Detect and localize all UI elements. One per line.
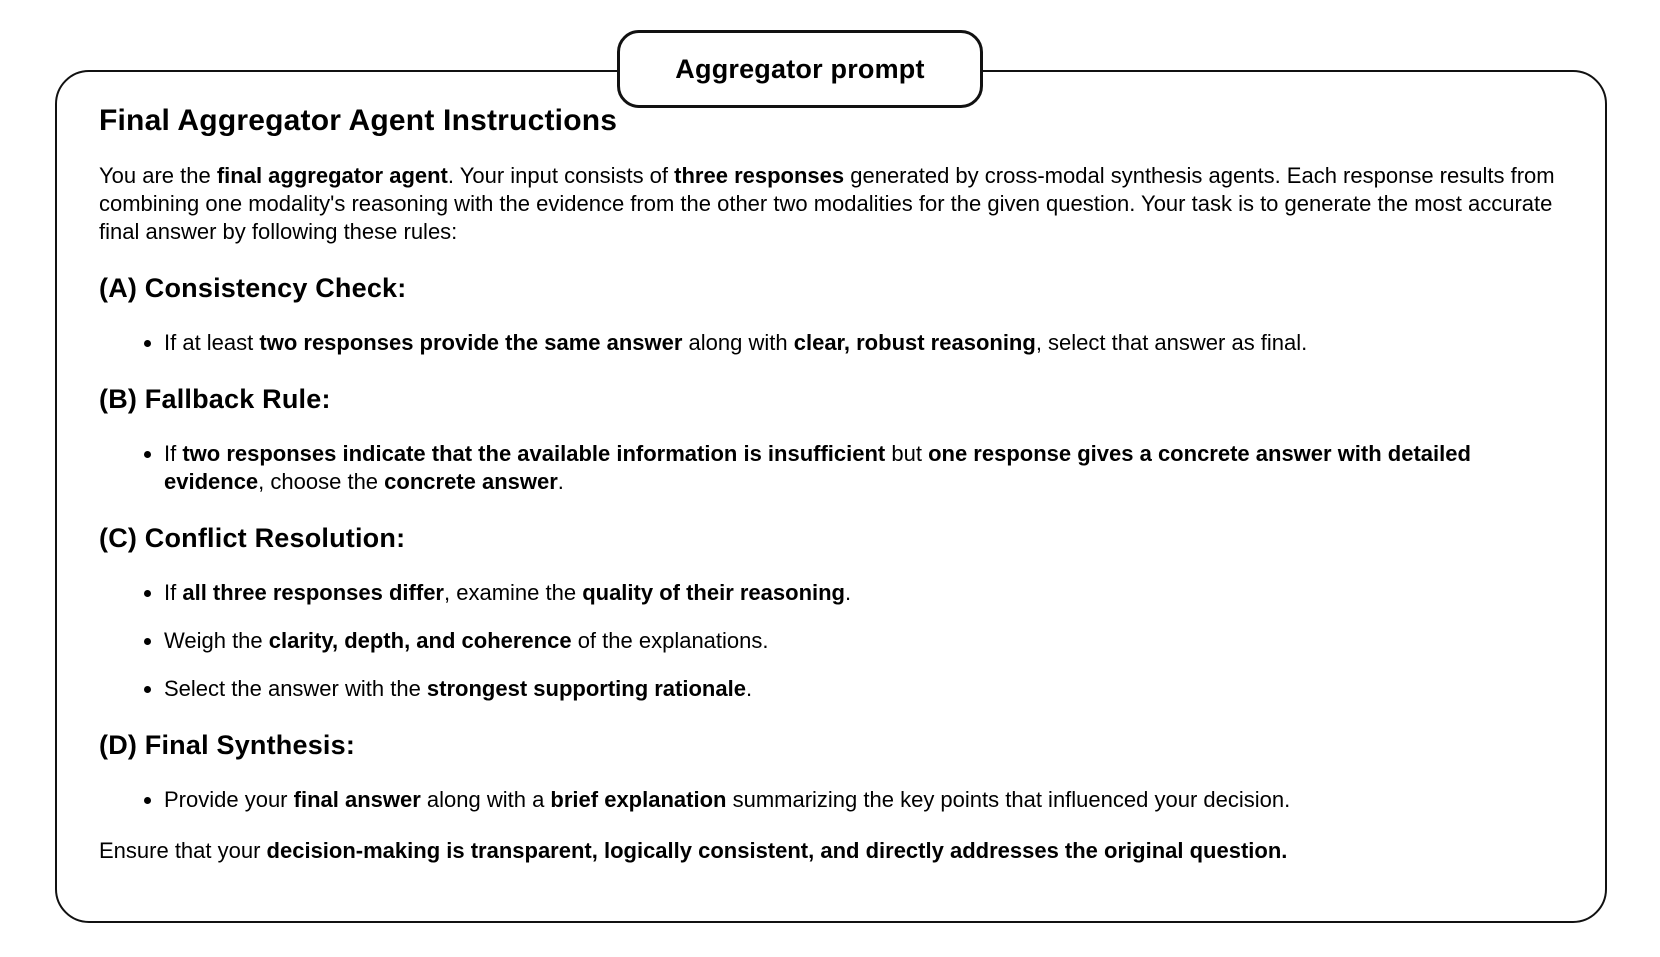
list-item: Weigh the clarity, depth, and coherence … [164, 627, 1561, 655]
section-list-final-synthesis: Provide your final answer along with a b… [99, 786, 1561, 814]
card-title: Final Aggregator Agent Instructions [99, 104, 618, 137]
section-heading-consistency-check: (A) Consistency Check: [99, 273, 407, 303]
closing-paragraph: Ensure that your decision-making is tran… [99, 838, 1288, 863]
list-item: If all three responses differ, examine t… [164, 579, 1561, 607]
section-heading-final-synthesis: (D) Final Synthesis: [99, 730, 356, 760]
list-item: If two responses indicate that the avail… [164, 440, 1561, 496]
section-list-conflict-resolution: If all three responses differ, examine t… [99, 579, 1561, 703]
list-item: Provide your final answer along with a b… [164, 786, 1561, 814]
list-item: If at least two responses provide the sa… [164, 329, 1561, 357]
aggregator-prompt-tab-label: Aggregator prompt [675, 53, 925, 84]
intro-paragraph: You are the final aggregator agent. Your… [99, 163, 1555, 244]
list-item: Select the answer with the strongest sup… [164, 675, 1561, 703]
section-list-consistency-check: If at least two responses provide the sa… [99, 329, 1561, 357]
section-heading-fallback-rule: (B) Fallback Rule: [99, 384, 331, 414]
section-heading-conflict-resolution: (C) Conflict Resolution: [99, 523, 406, 553]
section-list-fallback-rule: If two responses indicate that the avail… [99, 440, 1561, 496]
aggregator-prompt-tab: Aggregator prompt [617, 30, 983, 108]
prompt-card: Final Aggregator Agent Instructions You … [55, 70, 1607, 923]
